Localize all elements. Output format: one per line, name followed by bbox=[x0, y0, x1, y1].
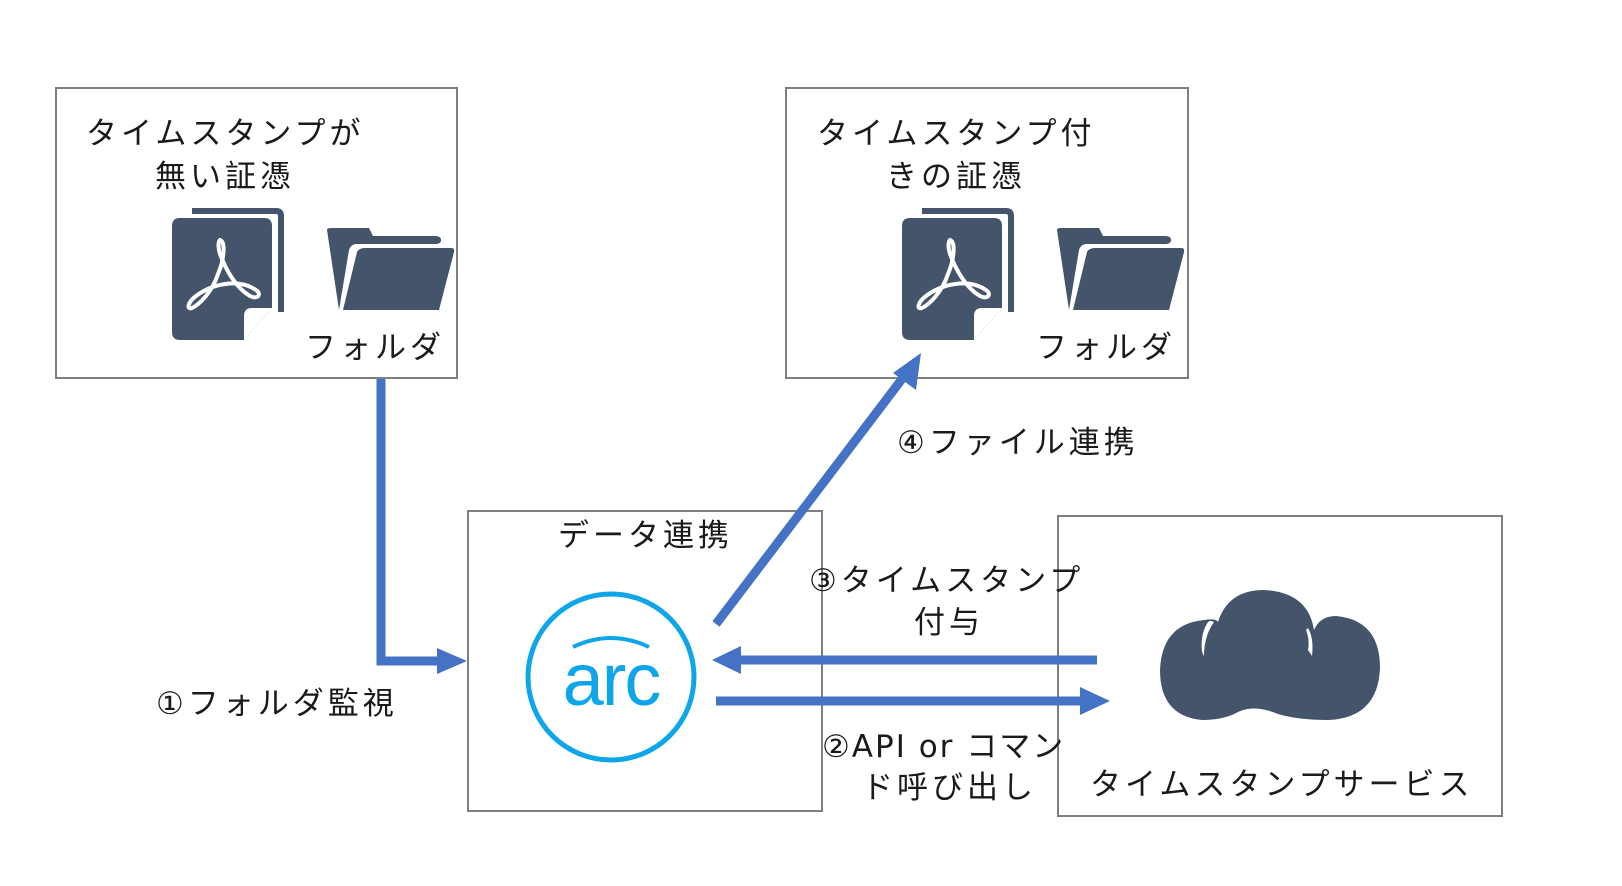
edge-4-label: ④ファイル連携 bbox=[897, 425, 1139, 461]
arrow-2-head bbox=[1080, 687, 1110, 715]
cloud-icon bbox=[1160, 590, 1380, 720]
edge-1-label: ①フォルダ監視 bbox=[156, 686, 398, 722]
pdf-document-icon bbox=[172, 208, 284, 340]
folder-icon bbox=[327, 228, 455, 310]
arc-logo-icon: arc bbox=[525, 591, 697, 763]
arc-logo-text: arc bbox=[563, 638, 661, 721]
destination-folder-label: フォルダ bbox=[1036, 330, 1176, 366]
destination-title-line1: タイムスタンプ付 bbox=[817, 116, 1096, 152]
source-folder-label: フォルダ bbox=[305, 330, 445, 366]
pdf-document-icon bbox=[902, 208, 1014, 340]
edge-3-label-line2: 付与 bbox=[914, 605, 984, 641]
folder-icon bbox=[1057, 228, 1185, 310]
edge-2-label-line2: ド呼び出し bbox=[862, 770, 1037, 806]
arrow-1-head bbox=[437, 648, 467, 674]
destination-title-line2: きの証憑 bbox=[886, 159, 1026, 195]
arrow-1-folder-watch bbox=[376, 379, 440, 666]
edge-2-label-line1: ②API or コマン bbox=[822, 729, 1066, 765]
source-title-line2: 無い証憑 bbox=[155, 159, 295, 195]
arrow-4-file-link bbox=[712, 372, 909, 627]
integration-title: データ連携 bbox=[558, 518, 733, 554]
arrow-4-head bbox=[893, 353, 921, 390]
service-title: タイムスタンプサービス bbox=[1090, 767, 1474, 803]
arrow-3-head bbox=[712, 646, 741, 674]
source-title-line1: タイムスタンプが bbox=[86, 116, 365, 152]
edge-3-label-line1: ③タイムスタンプ bbox=[809, 563, 1085, 599]
